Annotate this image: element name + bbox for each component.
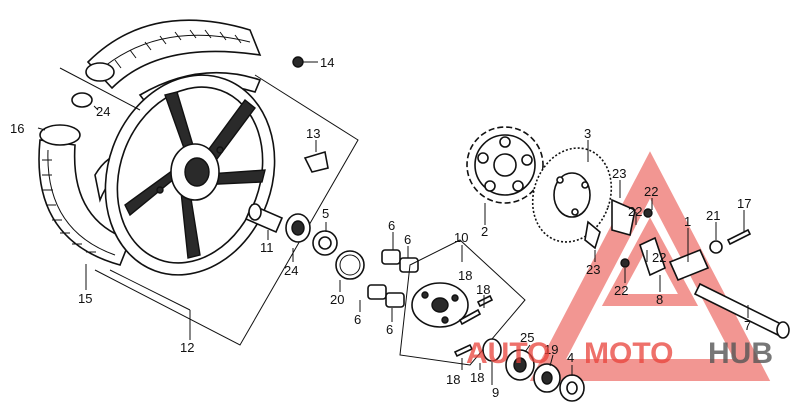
callout-6c: 6: [354, 312, 361, 327]
callout-23b: 23: [586, 262, 600, 277]
callout-10: 10: [454, 230, 468, 245]
callout-24a: 24: [96, 104, 110, 119]
callout-12: 12: [180, 340, 194, 355]
spacer-9: [482, 338, 502, 362]
axle-7: [693, 282, 790, 339]
lock-plate-23b: [584, 220, 601, 250]
watermark-triangle-outer: [529, 151, 771, 381]
cast-wheel: [104, 74, 276, 276]
callout-11: 11: [260, 240, 274, 255]
callout-2: 2: [481, 224, 488, 239]
washer-21: [709, 240, 723, 254]
callout-14: 14: [320, 55, 334, 70]
nut-22a: [643, 208, 653, 218]
callout-18c: 18: [446, 372, 460, 387]
callout-16: 16: [10, 121, 24, 136]
tire-top-section: [85, 19, 262, 90]
callout-19: 19: [544, 342, 558, 357]
watermark-logo: [529, 151, 771, 381]
callout-9: 9: [492, 385, 499, 400]
driven-flange: [399, 239, 526, 366]
bolt-17: [726, 228, 752, 246]
callout-15: 15: [78, 291, 92, 306]
callout-6a: 6: [388, 218, 395, 233]
watermark-text: AUTO MOTO HUB: [466, 337, 773, 370]
watermark-hub: HUB: [708, 337, 773, 370]
callout-7: 7: [744, 318, 751, 333]
callout-22c: 22: [652, 250, 666, 265]
bearing-24a: [71, 92, 93, 108]
tire-left-section: [38, 124, 132, 266]
leader-lines: [37, 61, 749, 385]
chain-adjuster-8: [639, 236, 666, 277]
callout-18d: 18: [470, 370, 484, 385]
callout-21: 21: [706, 208, 720, 223]
sprocket-2: [466, 126, 544, 204]
brake-disc-3: [531, 147, 613, 243]
callout-8: 8: [656, 292, 663, 307]
callout-22d: 22: [614, 283, 628, 298]
callout-5: 5: [322, 206, 329, 221]
callout-22b: 22: [628, 204, 642, 219]
callout-25: 25: [520, 330, 534, 345]
callout-23a: 23: [612, 166, 626, 181]
damper-rubbers: [367, 249, 419, 308]
callout-1: 1: [684, 214, 691, 229]
callout-18b: 18: [458, 268, 472, 283]
callout-17: 17: [737, 196, 751, 211]
nut-22b: [620, 258, 630, 268]
lock-plate-23a: [611, 198, 636, 237]
watermark-triangle-inner: [601, 217, 699, 306]
watermark-moto: MOTO: [584, 337, 673, 370]
watermark-auto: AUTO: [466, 337, 550, 370]
callout-6b: 6: [404, 232, 411, 247]
callouts: 14 24 16 13 5 11 24 15 12 20 6 6 6 6 10 …: [10, 55, 751, 400]
callout-6d: 6: [386, 322, 393, 337]
bolt-14: [292, 56, 304, 68]
callout-24b: 24: [284, 263, 298, 278]
callout-22a: 22: [644, 184, 658, 199]
callout-4: 4: [567, 350, 574, 365]
axle-sleeve: [244, 203, 284, 234]
clip-13: [303, 150, 329, 173]
callout-13: 13: [306, 126, 320, 141]
callout-18a: 18: [476, 282, 490, 297]
collar-1: [668, 248, 710, 282]
callout-3: 3: [584, 126, 591, 141]
callout-20: 20: [330, 292, 344, 307]
